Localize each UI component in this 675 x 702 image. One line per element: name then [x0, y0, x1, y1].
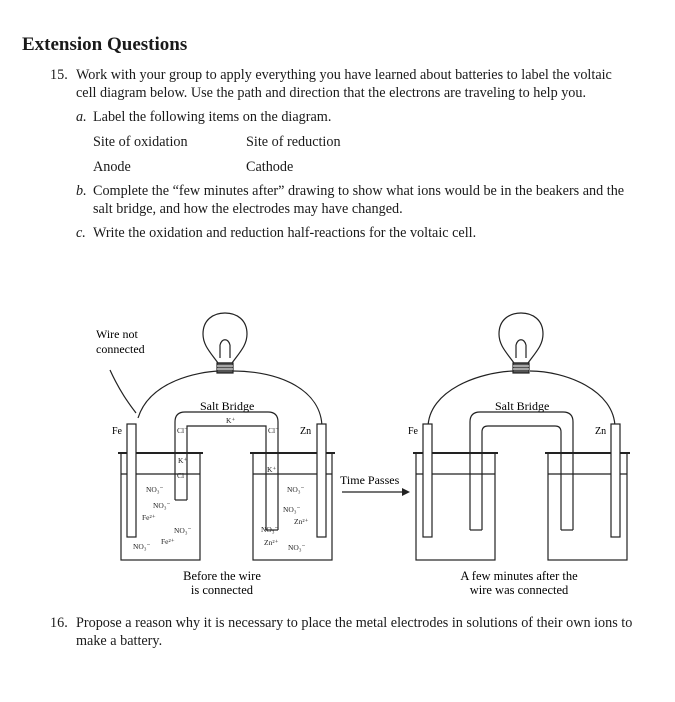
- item-site-of-reduction: Site of reduction: [246, 134, 341, 150]
- ion-no3-fe-1: NO₃⁻: [146, 485, 163, 494]
- left-salt-bridge-label: Salt Bridge: [200, 399, 254, 413]
- ion-no3-zn-2: NO₃⁻: [283, 505, 300, 514]
- left-fe-label: Fe: [112, 426, 123, 437]
- question-15-number: 15.: [50, 67, 68, 83]
- ion-k-bridge-top: K⁺: [226, 416, 235, 425]
- item-site-of-oxidation: Site of oxidation: [93, 134, 188, 150]
- question-15-line1: Work with your group to apply everything…: [76, 67, 612, 83]
- ion-cl-bridge-left: Cl⁻: [177, 426, 188, 435]
- part-c-text: Write the oxidation and reduction half-r…: [93, 225, 477, 241]
- right-fe-label: Fe: [408, 426, 419, 437]
- ion-no3-zn-4: NO₃⁻: [288, 543, 305, 552]
- left-fe-electrode: [126, 423, 137, 538]
- ion-no3-zn-3: NO₃⁻: [261, 525, 278, 534]
- ion-cl-bridge-left-lower: Cl⁻: [177, 471, 188, 480]
- item-anode: Anode: [93, 159, 131, 175]
- right-wire: [427, 370, 616, 429]
- left-wire: [109, 369, 323, 429]
- left-salt-bridge: [174, 411, 279, 531]
- item-cathode: Cathode: [246, 159, 294, 175]
- ion-zn2-zn-2: Zn²⁺: [264, 538, 279, 547]
- part-a-text: Label the following items on the diagram…: [93, 109, 332, 125]
- wire-note-line1: Wire not: [96, 327, 139, 341]
- wire-note-line2: connected: [96, 342, 145, 356]
- right-zn-electrode: [610, 423, 621, 538]
- question-16-number: 16.: [50, 615, 68, 631]
- question-16-line2: make a battery.: [76, 633, 163, 649]
- question-16-line1: Propose a reason why it is necessary to …: [76, 615, 633, 631]
- ion-cl-bridge-right: Cl⁻: [268, 426, 279, 435]
- ion-no3-fe-3: NO₃⁻: [174, 526, 191, 535]
- page-heading: Extension Questions: [22, 34, 188, 55]
- right-fe-electrode: [422, 423, 433, 538]
- part-b-marker: b.: [76, 183, 87, 199]
- time-passes-label: Time Passes: [340, 473, 400, 487]
- part-b-line2: salt bridge, and how the electrodes may …: [93, 201, 403, 217]
- ion-fe2-fe-1: Fe²⁺: [142, 513, 156, 522]
- right-salt-bridge-label: Salt Bridge: [495, 399, 549, 413]
- ion-k-bridge-left: K⁺: [178, 456, 187, 465]
- ion-k-bridge-right: K⁺: [267, 465, 276, 474]
- part-b-line1: Complete the “few minutes after” drawing…: [93, 183, 625, 199]
- part-c-marker: c.: [76, 225, 86, 241]
- ion-fe2-fe-2: Fe²⁺: [161, 537, 175, 546]
- ion-no3-fe-2: NO₃⁻: [153, 501, 170, 510]
- ion-zn2-zn-1: Zn²⁺: [294, 517, 309, 526]
- question-15-line2: cell diagram below. Use the path and dir…: [76, 85, 587, 101]
- caption-before-line2: is connected: [191, 583, 254, 597]
- part-a-marker: a.: [76, 109, 87, 125]
- ion-no3-zn-1: NO₃⁻: [287, 485, 304, 494]
- right-salt-bridge: [469, 411, 574, 531]
- caption-after-line2: wire was connected: [470, 583, 569, 597]
- left-light-bulb-icon: [202, 312, 248, 374]
- left-zn-label: Zn: [300, 426, 311, 437]
- right-zn-label: Zn: [595, 426, 606, 437]
- right-light-bulb-icon: [498, 312, 544, 374]
- caption-after-line1: A few minutes after the: [460, 569, 578, 583]
- ion-no3-fe-4: NO₃⁻: [133, 542, 150, 551]
- caption-before-line1: Before the wire: [183, 569, 261, 583]
- left-zn-electrode: [316, 423, 327, 538]
- arrow-head-icon: [402, 488, 410, 496]
